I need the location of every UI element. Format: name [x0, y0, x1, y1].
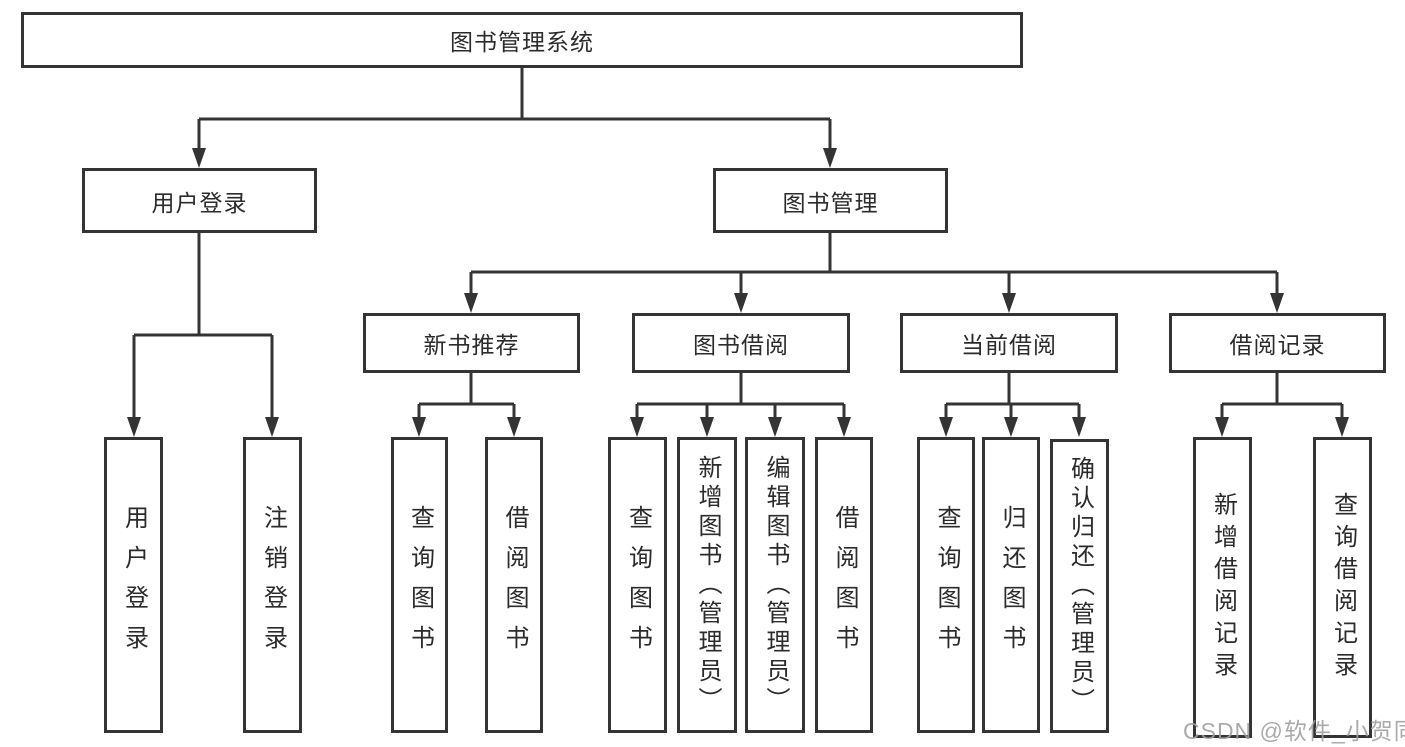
arrow-icon: [265, 417, 279, 437]
arrow-icon: [823, 148, 837, 168]
leaf-borrow-books-recommend: 借阅图书: [485, 437, 543, 733]
arrow-icon: [630, 417, 644, 437]
arrow-icon: [412, 417, 426, 437]
arrowheads: [127, 148, 1349, 437]
node-new-book-recommend: 新书推荐: [363, 313, 580, 373]
node-book-borrow: 图书借阅: [632, 313, 850, 373]
leaf-borrow-books: 借阅图书: [815, 437, 873, 733]
leaf-add-books-admin: 新增图书（管理员）: [677, 437, 737, 733]
node-label: 注销登录: [259, 505, 287, 665]
node-label: 确认归还（管理员）: [1066, 455, 1094, 717]
connector-edges: [132, 67, 1344, 419]
node-label: 查询图书: [406, 505, 434, 665]
arrow-icon: [837, 417, 851, 437]
node-label: 借阅记录: [1229, 332, 1326, 358]
node-borrow-records: 借阅记录: [1169, 313, 1386, 373]
node-label: 查询借阅记录: [1329, 491, 1357, 684]
node-label: 当前借阅: [961, 332, 1057, 358]
node-label: 新增借阅记录: [1209, 491, 1237, 684]
arrow-icon: [1004, 417, 1018, 437]
node-current-borrow: 当前借阅: [900, 313, 1118, 373]
arrow-icon: [464, 293, 478, 313]
node-root-system: 图书管理系统: [21, 12, 1023, 68]
leaf-query-books-borrow: 查询图书: [608, 437, 667, 733]
node-book-management: 图书管理: [713, 168, 948, 233]
arrow-icon: [734, 293, 748, 313]
arrow-icon: [1072, 417, 1086, 437]
node-label: 图书管理: [782, 189, 879, 216]
arrow-icon: [192, 148, 206, 168]
arrow-icon: [768, 417, 782, 437]
node-label: 查询图书: [933, 505, 960, 665]
arrow-icon: [127, 417, 141, 437]
node-label: 新书推荐: [423, 332, 520, 358]
arrow-icon: [1215, 417, 1229, 437]
node-label: 借阅图书: [831, 505, 858, 665]
leaf-add-borrow-record: 新增借阅记录: [1193, 437, 1252, 738]
leaf-edit-books-admin: 编辑图书（管理员）: [745, 437, 805, 733]
node-label: 图书借阅: [693, 332, 789, 358]
arrow-icon: [1002, 293, 1016, 313]
leaf-query-books-current: 查询图书: [917, 437, 975, 733]
node-label: 用户登录: [120, 505, 148, 665]
node-user-login: 用户登录: [82, 168, 317, 233]
leaf-query-borrow-record: 查询借阅记录: [1313, 437, 1372, 738]
csdn-watermark: CSDN @软件_小贺同学: [1183, 718, 1405, 744]
arrow-icon: [1270, 293, 1284, 313]
arrow-icon: [507, 417, 521, 437]
leaf-return-books: 归还图书: [982, 437, 1040, 733]
arrow-icon: [1335, 417, 1349, 437]
node-label: 新增图书（管理员）: [694, 454, 721, 716]
node-label: 查询图书: [624, 505, 652, 665]
node-label: 归还图书: [998, 505, 1025, 665]
leaf-logout: 注销登录: [243, 437, 302, 733]
arrow-icon: [700, 417, 714, 437]
leaf-confirm-return-admin: 确认归还（管理员）: [1050, 439, 1109, 733]
leaf-query-books-recommend: 查询图书: [391, 437, 448, 733]
leaf-user-login: 用户登录: [104, 437, 163, 733]
node-label: 借阅图书: [501, 505, 528, 665]
node-label: 用户登录: [151, 189, 248, 216]
node-label: 编辑图书（管理员）: [762, 454, 789, 716]
node-label: 图书管理系统: [450, 29, 594, 55]
arrow-icon: [939, 417, 953, 437]
